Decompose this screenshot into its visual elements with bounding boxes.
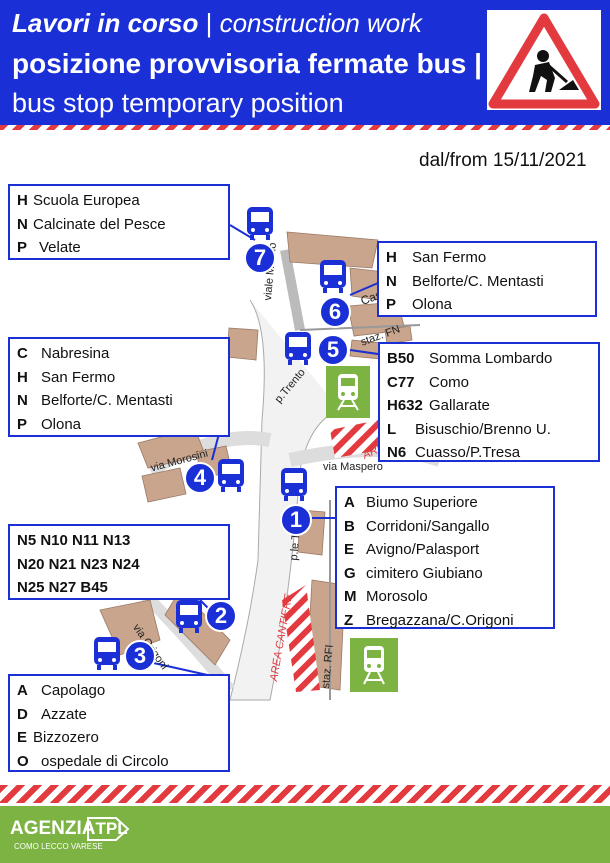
train-station-fn-icon	[326, 366, 370, 418]
stop-6-marker[interactable]: 6	[319, 296, 351, 328]
bus-icon	[320, 260, 346, 293]
footer: AGENZIATPL COMO LECCO VARESE	[0, 806, 610, 863]
stop-2-marker[interactable]: 2	[205, 600, 237, 632]
header-banner: Lavori in corso | construction work posi…	[0, 0, 610, 125]
logo-arrow-icon	[87, 817, 130, 841]
construction-area-south	[282, 585, 320, 692]
logo-text-agenzia: AGENZIA	[10, 818, 96, 839]
bus-icon	[281, 468, 307, 501]
bus-icon	[285, 332, 311, 365]
stop-2-lines-box: N5 N10 N11 N13 N20 N21 N23 N24 N25 N27 B…	[8, 524, 230, 600]
bottom-stripe-band	[0, 785, 610, 803]
bus-icon	[218, 459, 244, 492]
line-row: N5 N10 N11 N13	[17, 532, 131, 549]
stop-4-marker[interactable]: 4	[184, 462, 216, 494]
stop-3-marker[interactable]: 3	[124, 640, 156, 672]
label-via-maspero: via Maspero	[323, 461, 383, 473]
roadwork-sign-icon	[487, 10, 601, 110]
stop-5-marker[interactable]: 5	[317, 334, 349, 366]
header-separator: |	[198, 8, 220, 38]
header-title-en: construction work	[219, 8, 422, 38]
train-station-rfi-icon	[350, 638, 398, 692]
construction-area-north	[330, 420, 380, 458]
header-line-1: Lavori in corso | construction work	[12, 8, 422, 39]
line-row: N20 N21 N23 N24	[17, 555, 140, 573]
bus-icon	[176, 600, 202, 633]
agency-logo: AGENZIATPL	[10, 818, 128, 840]
stop-1-marker[interactable]: 1	[280, 504, 312, 536]
bus-icon	[247, 207, 273, 240]
bus-icon	[94, 637, 120, 670]
header-subtitle-it: posizione provvisoria fermate bus |	[12, 48, 482, 79]
header-subtitle-en: bus stop temporary position	[12, 88, 344, 118]
stop-7-marker[interactable]: 7	[244, 242, 276, 274]
logo-text-tpl: TPL	[95, 819, 128, 838]
line-row: N25 N27 B45	[17, 579, 108, 596]
header-title-it: Lavori in corso	[12, 8, 199, 38]
valid-from-date: dal/from 15/11/2021	[419, 150, 587, 171]
logo-subtitle: COMO LECCO VARESE	[14, 842, 103, 851]
